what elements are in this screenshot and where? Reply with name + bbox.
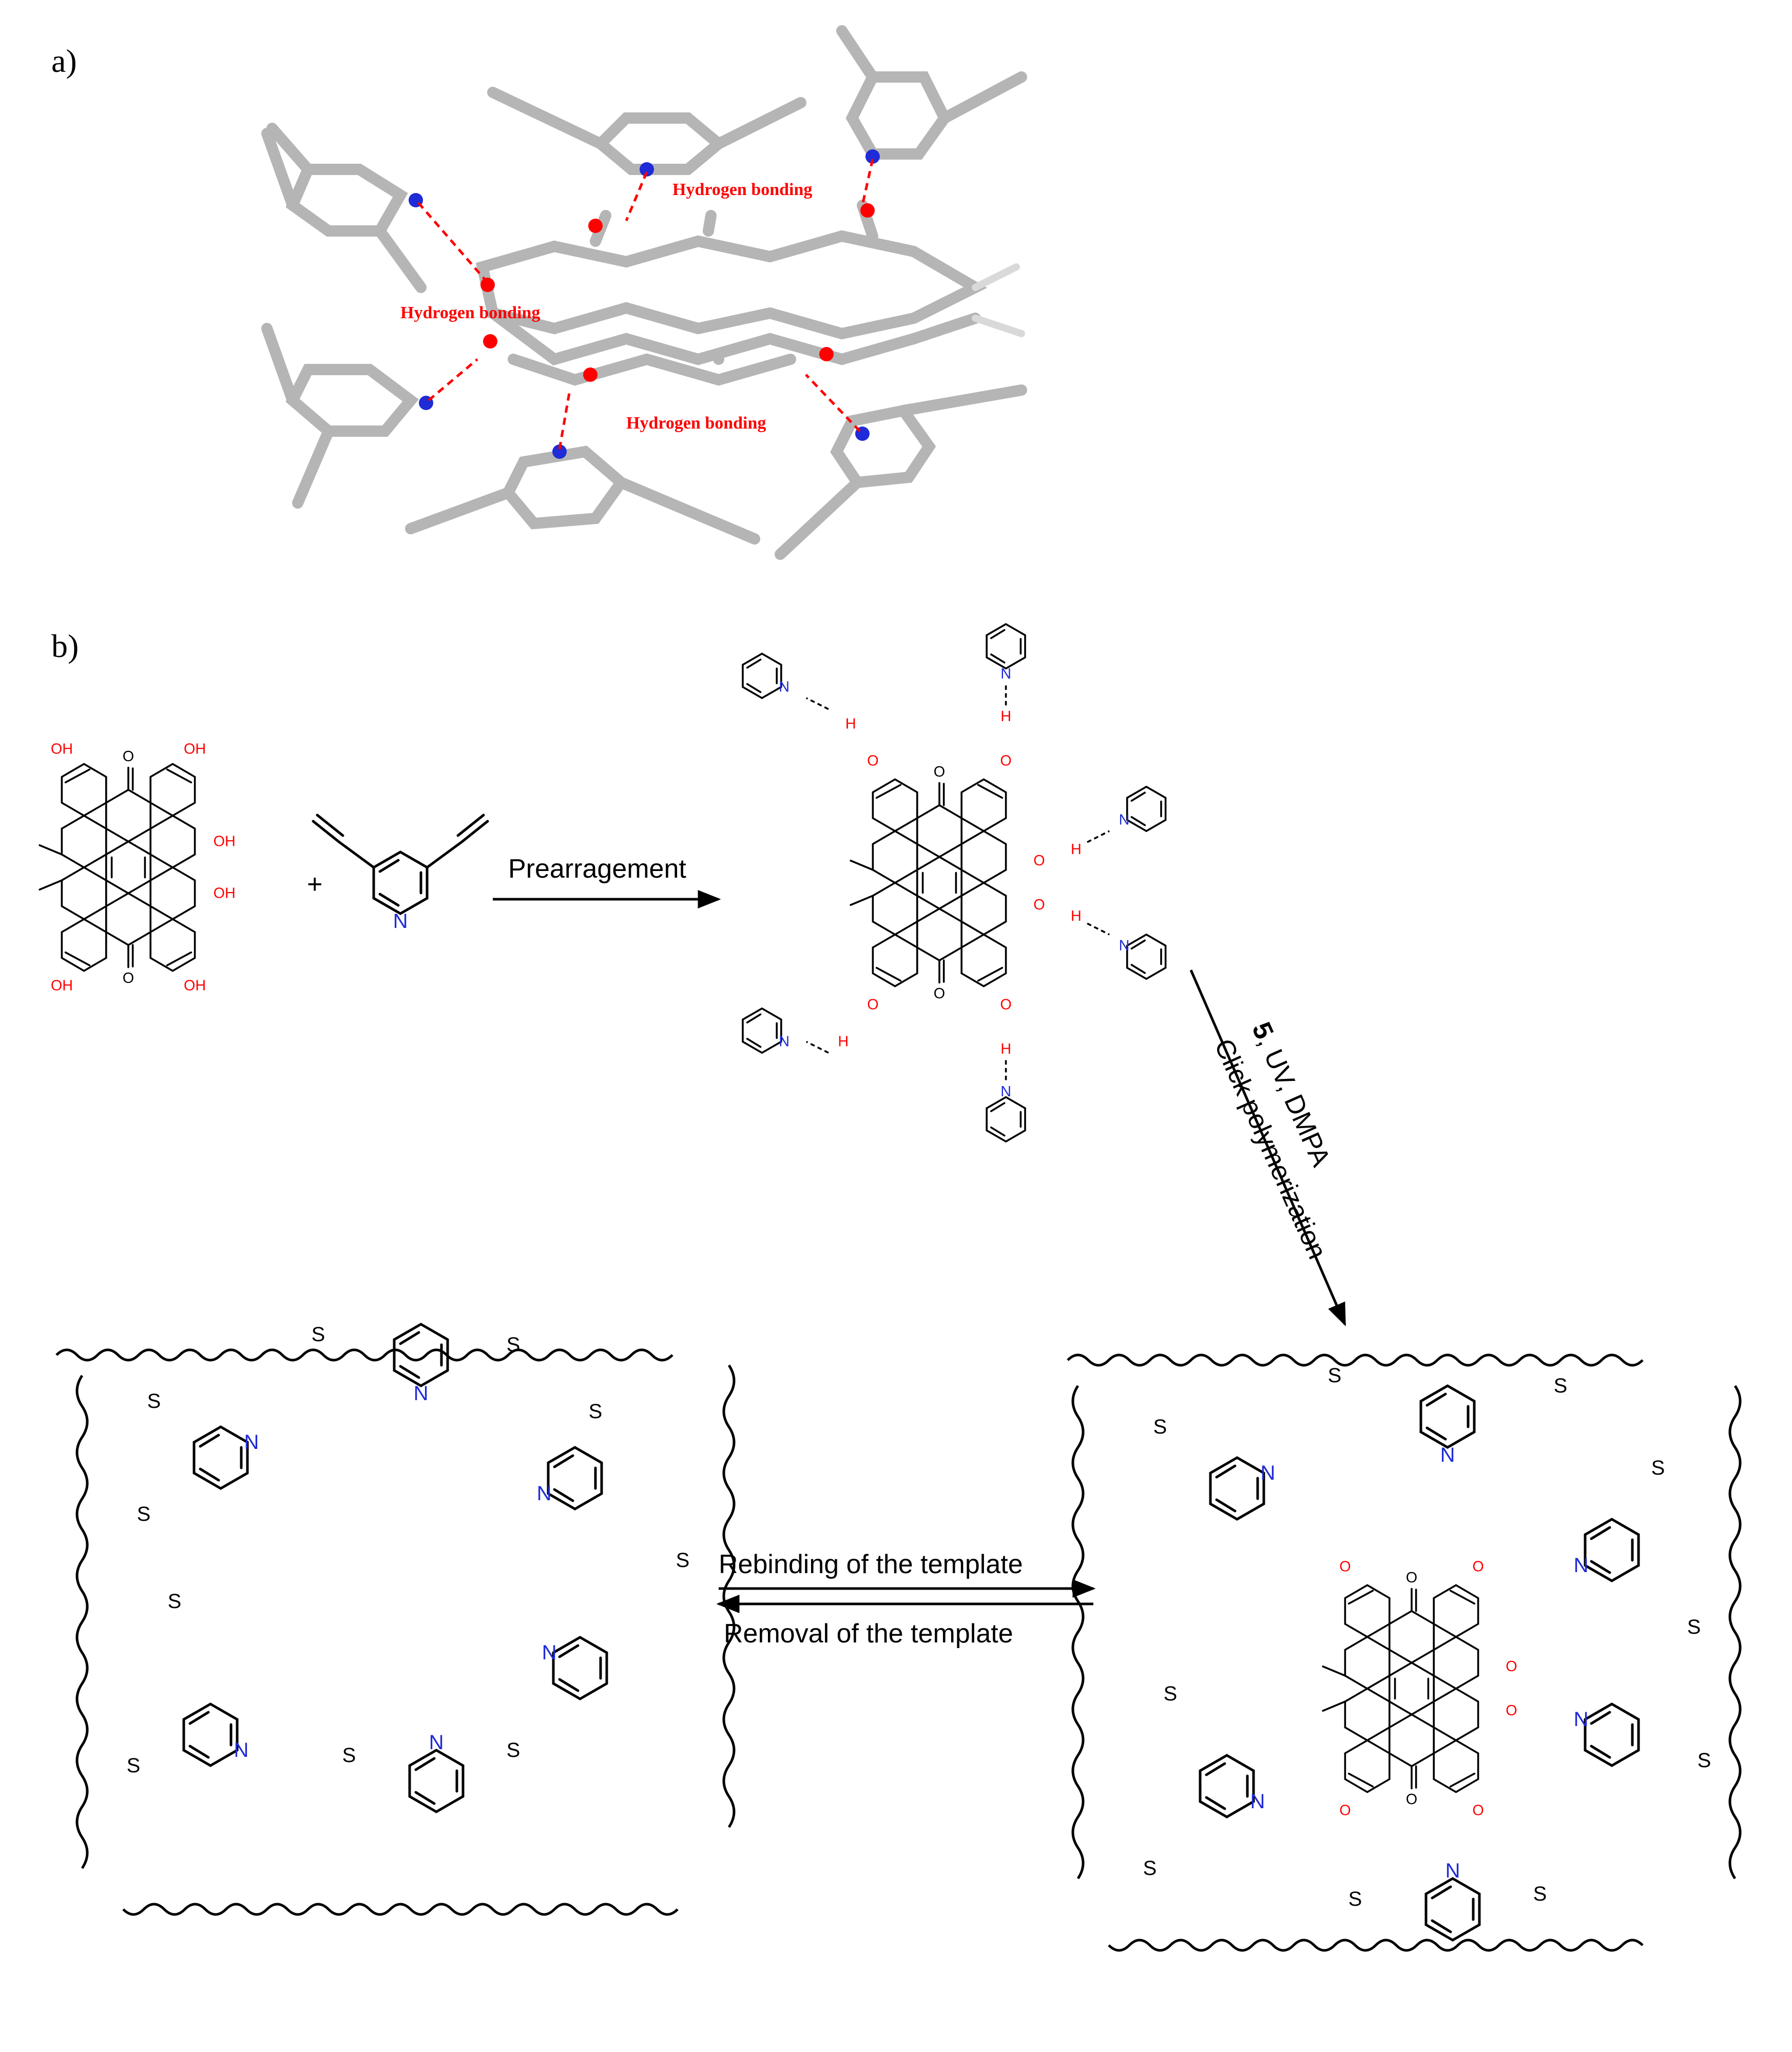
o-atom: O [1472, 1803, 1483, 1819]
s-atom: S [127, 1754, 141, 1777]
s-atom: S [1153, 1416, 1167, 1438]
o-atom: O [1000, 752, 1011, 769]
s-atom: S [1651, 1457, 1665, 1479]
h-atom: H [1000, 1041, 1011, 1057]
h-atom: H [845, 715, 856, 732]
s-atom: S [1143, 1857, 1157, 1880]
hydrogen-bond-dashes-3d [417, 159, 874, 450]
carbonyl-o: O [123, 970, 134, 986]
pyridine-n: N [1574, 1708, 1589, 1731]
h-atom: H [1071, 908, 1082, 924]
carbonyl-o: O [934, 764, 945, 780]
s-atom: S [1554, 1375, 1568, 1397]
o-atom: O [1339, 1803, 1351, 1819]
pyridine-n: N [1250, 1790, 1265, 1813]
panel-label-b: b) [51, 628, 79, 664]
nitrogen-atoms [409, 149, 880, 459]
pyridine-n: N [414, 1382, 429, 1405]
oxygen-atoms [480, 203, 875, 382]
s-atom: S [1328, 1364, 1342, 1387]
pyridine-n: N [1000, 1083, 1011, 1100]
carbonyl-o: O [1406, 1791, 1417, 1808]
o-atom: O [1339, 1558, 1351, 1575]
o-atom: O [1033, 853, 1045, 869]
panel-a-3d-model: Hydrogen bonding Hydrogen bonding Hydrog… [261, 25, 1027, 560]
imprinted-polymer-with-template: O O O O O O O O N N N N N N S S S S S S … [1067, 1353, 1742, 1952]
carbonyl-o: O [934, 985, 945, 1002]
oh-label: OH [51, 977, 73, 994]
pyridine-n: N [244, 1431, 259, 1454]
s-atom: S [1164, 1682, 1178, 1705]
click-polymerization-arrow [1189, 970, 1346, 1327]
panel-label-a: a) [51, 43, 77, 79]
plus-sign: + [307, 869, 322, 899]
oh-label: OH [184, 977, 206, 994]
o-atom: O [1506, 1658, 1517, 1675]
o-atom: O [1000, 997, 1011, 1013]
pyridine-n: N [234, 1739, 249, 1761]
pyridine-n: N [779, 1034, 789, 1050]
s-atom: S [147, 1390, 161, 1412]
removal-label: Removal of the template [724, 1619, 1013, 1649]
o-atom: O [867, 752, 878, 769]
pyridine-n: N [1261, 1462, 1276, 1484]
oh-label: OH [184, 741, 206, 758]
pyridine-n: N [779, 679, 789, 695]
s-atom: S [676, 1549, 690, 1572]
s-atom: S [137, 1503, 151, 1525]
hb-label-top: Hydrogen bonding [672, 180, 812, 199]
s-atom: S [1698, 1749, 1711, 1772]
s-atom: S [589, 1400, 603, 1423]
carbonyl-o: O [123, 748, 134, 765]
s-atom: S [342, 1744, 356, 1767]
pyridine-n: N [537, 1482, 552, 1505]
pyridine-n: N [1000, 666, 1011, 682]
s-atom: S [312, 1323, 325, 1346]
pyridine-n: N [1440, 1444, 1455, 1466]
h-atom: H [838, 1034, 849, 1050]
s-atom: S [168, 1590, 182, 1613]
s-atom: S [507, 1739, 521, 1761]
rebinding-label: Rebinding of the template [719, 1550, 1023, 1579]
pyridine-sticks [261, 25, 1027, 560]
pyridine-n: N [1119, 812, 1130, 828]
imprinted-polymer-cavity: N N N N N N S S S S S S S S S S [55, 1323, 736, 1916]
carbonyl-o: O [1406, 1570, 1417, 1586]
pyridine-n: N [429, 1731, 444, 1754]
o-atom: O [867, 997, 878, 1013]
pyridine-n: N [393, 910, 408, 933]
oh-label: OH [214, 834, 236, 850]
s-atom: S [1687, 1616, 1701, 1638]
central-polyaromatic-sticks [476, 200, 1025, 386]
o-atom: O [1472, 1558, 1483, 1575]
oh-label: OH [51, 741, 73, 758]
prearranged-complex: O O O O O O O O H H H H H H N N N N N N [742, 623, 1167, 1143]
click-reagents-label: 5, UV, DMPA Click polymerization [1208, 1018, 1336, 1264]
prearrangement-label: Prearragement [508, 854, 686, 884]
s-atom: S [1348, 1888, 1362, 1910]
s-atom: S [507, 1333, 521, 1356]
pyridine-n: N [1574, 1554, 1589, 1577]
h-atom: H [1000, 708, 1011, 725]
pyridine-n: N [1446, 1860, 1460, 1882]
pyridine-n: N [1119, 937, 1130, 954]
s-atom: S [1533, 1883, 1547, 1905]
hb-label-bottom: Hydrogen bonding [626, 414, 766, 433]
monomer-diethynylpyridine: N [312, 814, 489, 933]
hb-label-left: Hydrogen bonding [400, 303, 540, 322]
template-molecule: OH OH OH OH OH OH O O [38, 741, 236, 994]
h-atom: H [1071, 841, 1082, 858]
oh-label: OH [214, 885, 236, 901]
o-atom: O [1033, 897, 1045, 913]
pyridine-n: N [542, 1641, 557, 1664]
o-atom: O [1506, 1702, 1517, 1719]
